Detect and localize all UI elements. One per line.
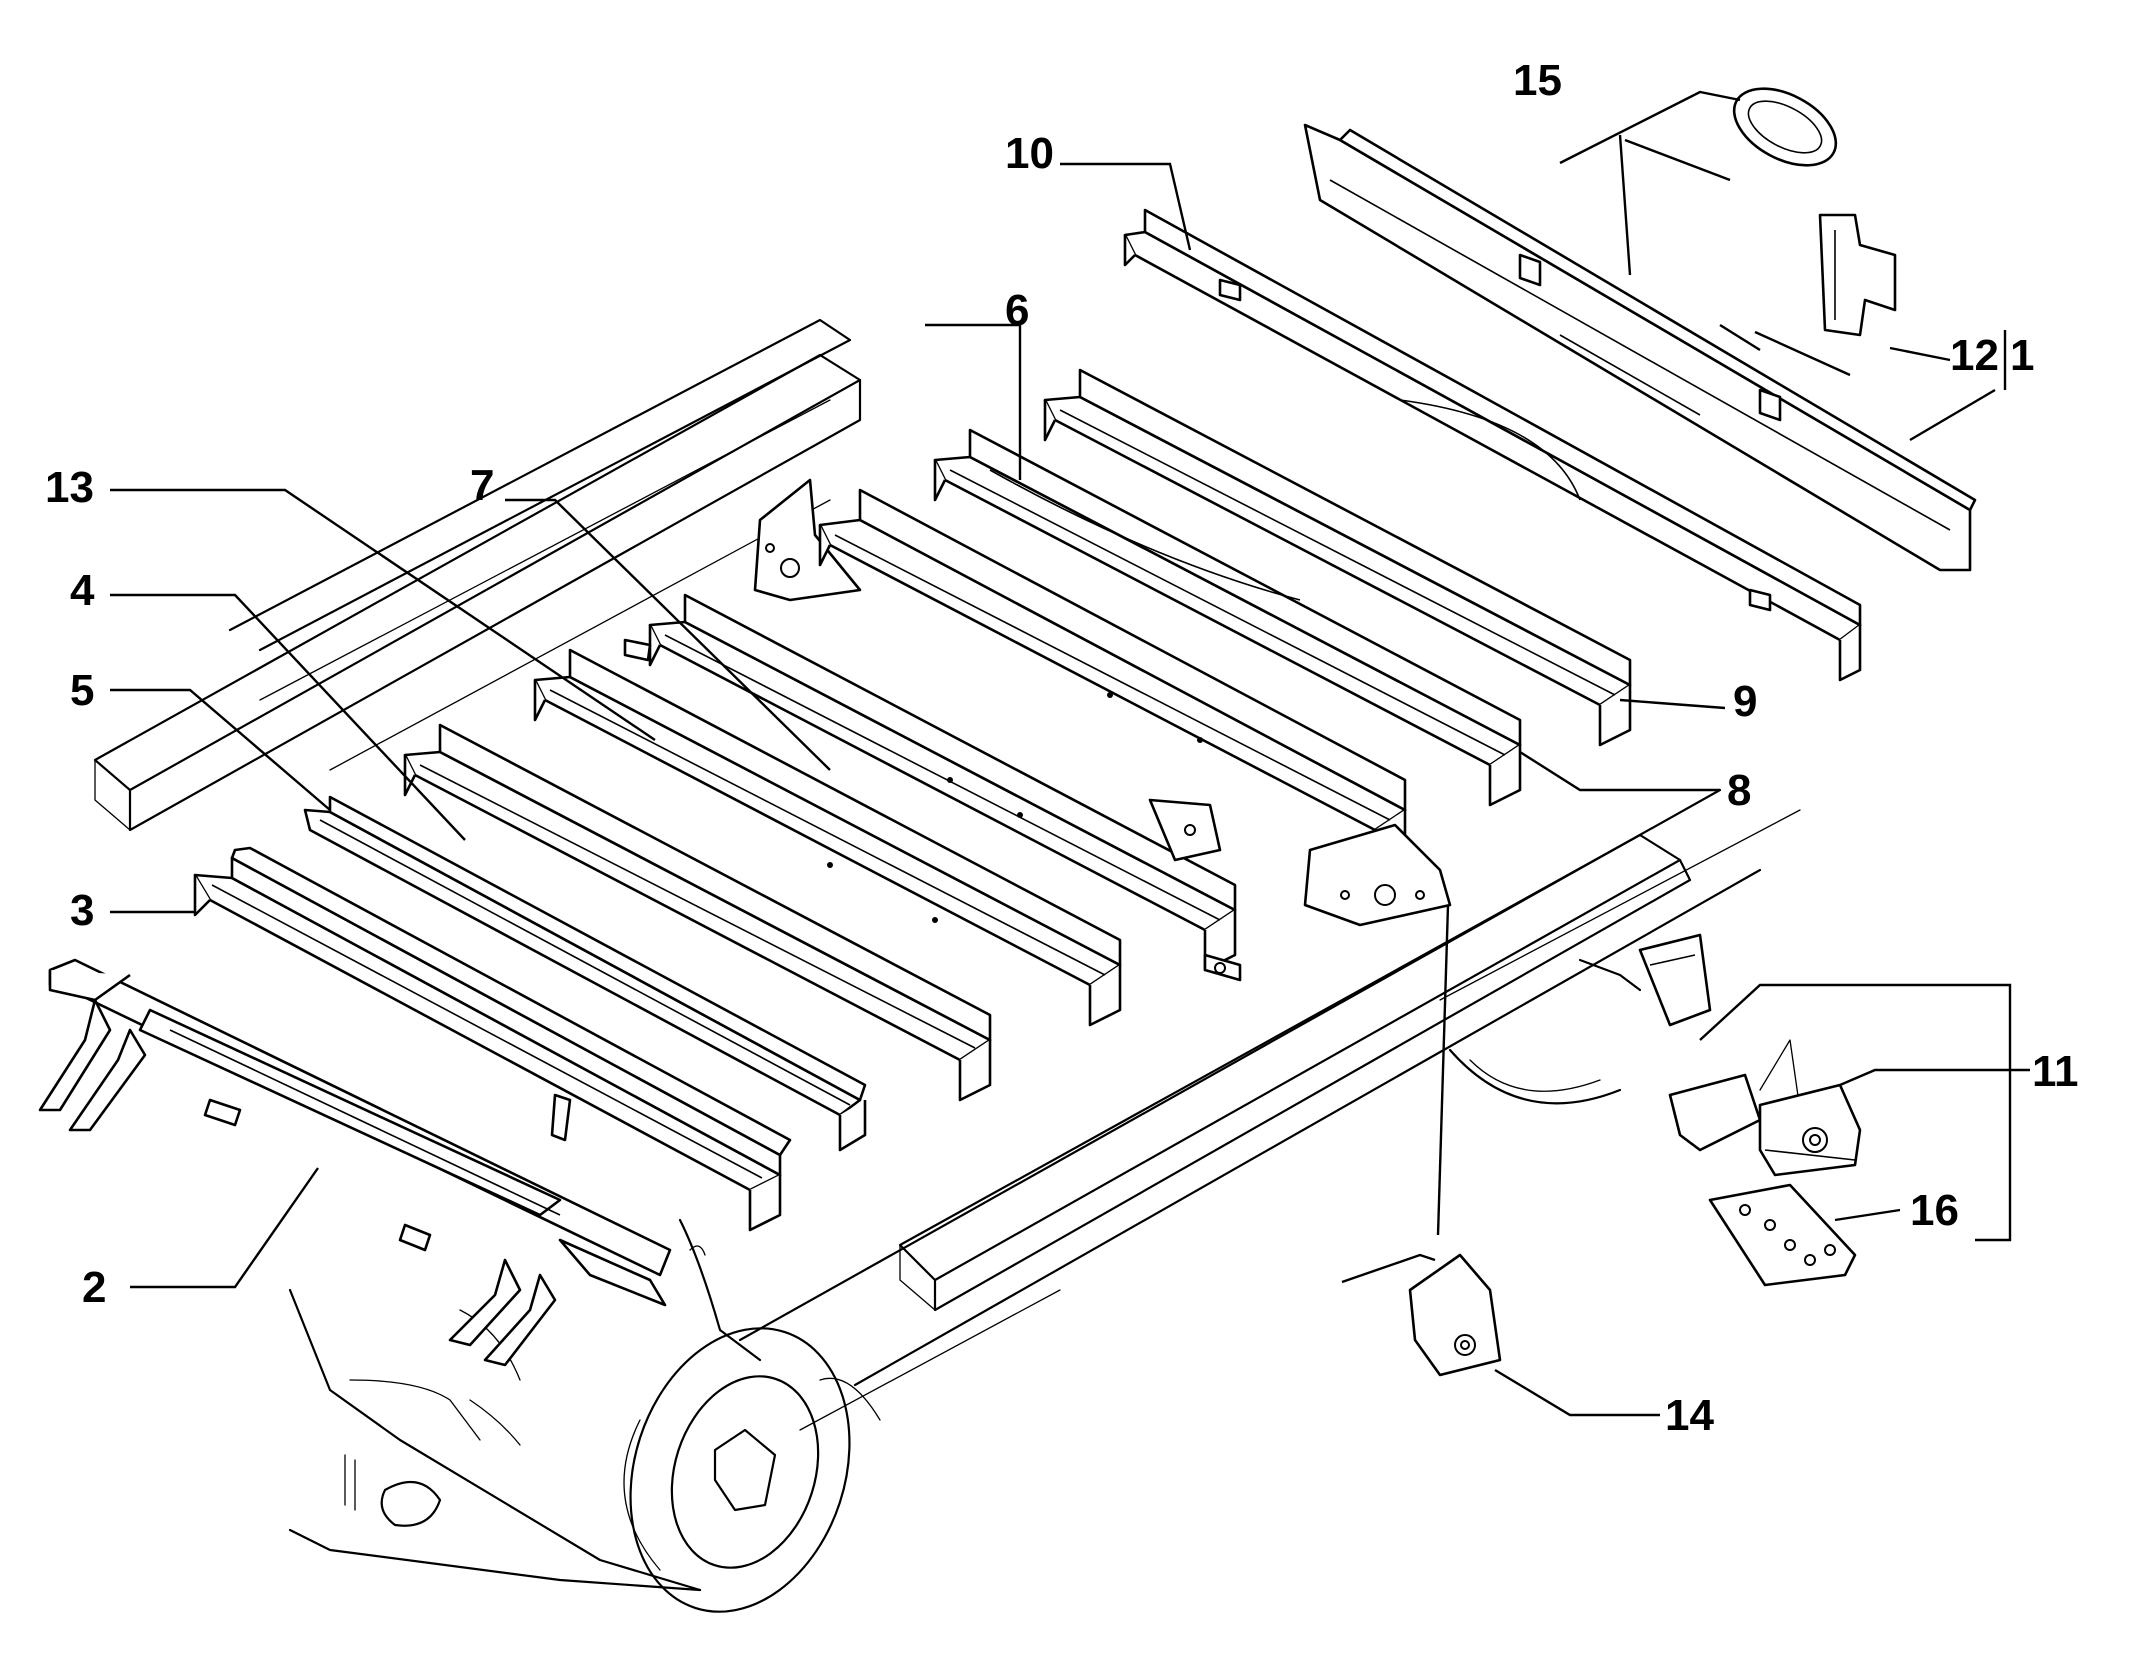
part-6-crossbeam — [753, 478, 1452, 927]
callout-1: 1 — [2010, 331, 2034, 380]
callout-2: 2 — [82, 1263, 106, 1312]
part-14-bracket — [1408, 1253, 1502, 1377]
callout-6: 6 — [1005, 286, 1029, 335]
part-4-crossbeam — [403, 723, 992, 1102]
leader-lines — [110, 90, 2030, 1417]
callout-16: 16 — [1910, 1186, 1959, 1235]
part-13-crossbeam — [533, 648, 1122, 1027]
vehicle-outline — [93, 318, 1801, 1613]
callout-14: 14 — [1665, 1391, 1714, 1440]
part-16-plate — [1708, 1183, 1857, 1287]
callout-12: 12 — [1950, 331, 1999, 380]
part-12-bracket — [1818, 213, 1897, 337]
callout-4: 4 — [70, 566, 95, 615]
part-1-rear-panel-assembly — [1303, 123, 1977, 572]
callout-3: 3 — [70, 886, 94, 935]
part-9-crossbeam — [1043, 368, 1632, 747]
tow-hook — [1578, 933, 1712, 1027]
callout-5: 5 — [70, 666, 94, 715]
part-15-oval-plug — [1732, 87, 1838, 167]
callout-10: 10 — [1005, 129, 1054, 178]
part-10-rear-crossmember — [1123, 208, 1862, 682]
callout-7: 7 — [470, 461, 494, 510]
part-11-mount — [1668, 1073, 1862, 1177]
callout-9: 9 — [1733, 677, 1757, 726]
part-5-crossbeam — [303, 795, 867, 1152]
callout-11: 11 — [2032, 1047, 2079, 1096]
callout-8: 8 — [1727, 766, 1751, 815]
callout-13: 13 — [45, 463, 94, 512]
callouts: 1 2 3 4 5 6 7 8 9 10 11 12 13 14 15 16 — [45, 56, 2079, 1440]
callout-15: 15 — [1513, 56, 1562, 105]
part-2-front-crossmember — [38, 958, 672, 1367]
part-8-crossbeam — [933, 428, 1522, 807]
part-3-crossbeam — [193, 846, 792, 1232]
